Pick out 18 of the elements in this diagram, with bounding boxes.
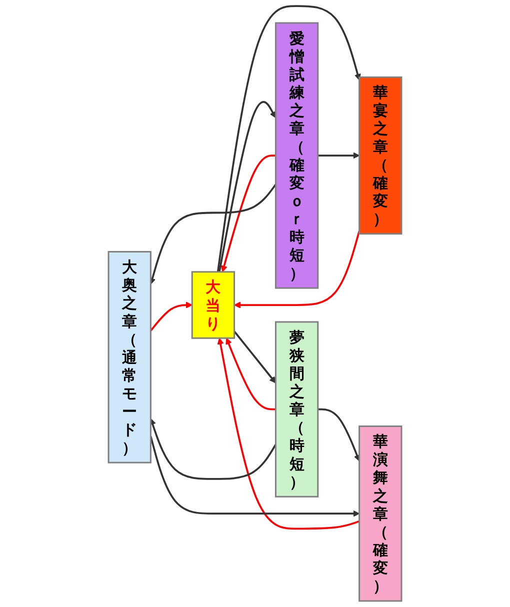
arrow [216, 5, 361, 272]
arrow [220, 154, 276, 272]
arrow [226, 338, 276, 410]
node-box: 華宴之章（確変） [358, 76, 402, 235]
arrow [150, 302, 192, 332]
arrow [150, 418, 277, 480]
arrow [218, 101, 276, 272]
node-box: 愛憎試練之章（確変ｏｒ時短） [274, 22, 319, 289]
node-box: 華演舞之章（確変） [358, 426, 402, 602]
node-box: 夢狭間之章（時短） [274, 321, 319, 498]
arrow [149, 184, 276, 285]
node-box: 大当り [191, 271, 236, 339]
node-box: 大奥之章（通常モード） [108, 250, 152, 464]
arrow [234, 230, 360, 308]
arrow [318, 408, 360, 462]
arrow [217, 338, 360, 530]
arrow [234, 330, 276, 384]
arrow [318, 152, 360, 159]
